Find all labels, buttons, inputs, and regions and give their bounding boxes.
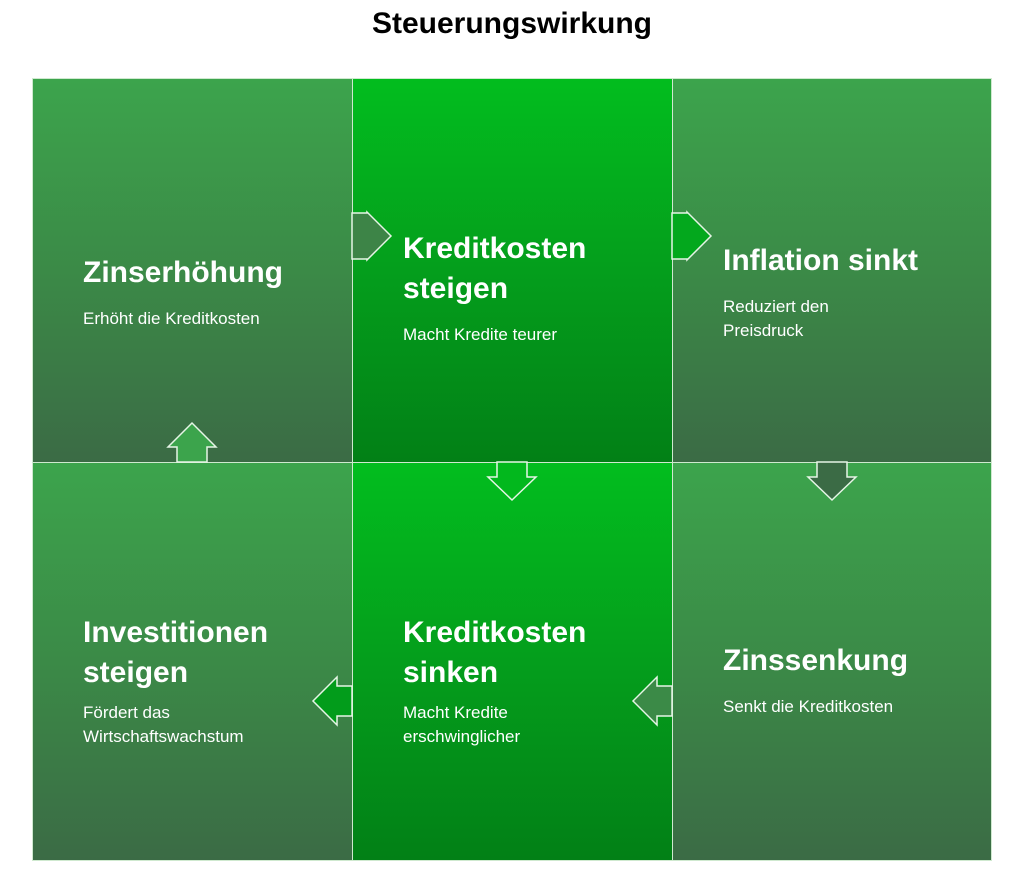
cell-heading: Kreditkosten sinken bbox=[403, 616, 587, 689]
cell-heading: Investitionen steigen bbox=[83, 616, 269, 689]
cell-heading: Inflation sinkt bbox=[723, 244, 918, 277]
cell-description: Macht Kredite erschwinglicher bbox=[403, 703, 521, 746]
cell-description: Erhöht die Kreditkosten bbox=[83, 309, 260, 328]
cell-description: Macht Kredite teurer bbox=[403, 325, 558, 344]
cell-zinserhoehung: Zinserhöhung Erhöht die Kreditkosten bbox=[32, 78, 353, 463]
cell-heading: Zinssenkung bbox=[723, 644, 909, 677]
cell-heading: Zinserhöhung bbox=[83, 256, 283, 289]
cell-investitionen-steigen: Investitionen steigen Fördert das Wirtsc… bbox=[32, 462, 353, 861]
cell-kreditkosten-steigen: Kreditkosten steigen Macht Kredite teure… bbox=[352, 78, 673, 463]
cell-description: Reduziert den Preisdruck bbox=[723, 297, 829, 340]
cell-description: Senkt die Kreditkosten bbox=[723, 697, 894, 716]
cell-kreditkosten-sinken: Kreditkosten sinken Macht Kredite erschw… bbox=[352, 462, 673, 861]
cell-heading: Kreditkosten steigen bbox=[403, 232, 587, 305]
cell-inflation-sinkt: Inflation sinkt Reduziert den Preisdruck bbox=[672, 78, 992, 463]
cell-zinssenkung: Zinssenkung Senkt die Kreditkosten bbox=[672, 462, 992, 861]
diagram-title: Steuerungswirkung bbox=[371, 7, 653, 40]
cell-description: Fördert das Wirtschaftswachstum bbox=[83, 703, 244, 746]
